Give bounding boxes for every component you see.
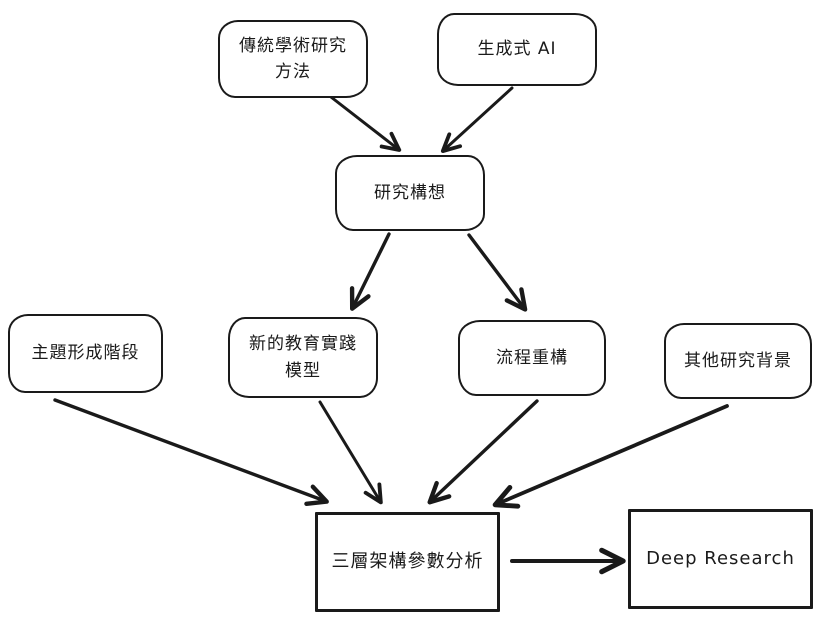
node-new-education-model: 新的教育實踐 模型: [228, 317, 378, 398]
arrow-education-model-to-analysis: [318, 400, 383, 505]
node-process-restructure: 流程重構: [458, 320, 606, 396]
arrow-background-to-analysis: [492, 404, 729, 509]
node-traditional-methods: 傳統學術研究 方法: [218, 20, 368, 98]
node-research-concept-label: 研究構想: [374, 182, 446, 203]
node-deep-research-label: Deep Research: [646, 548, 795, 570]
arrow-process-to-analysis: [427, 399, 539, 505]
node-other-background: 其他研究背景: [664, 323, 812, 399]
node-topic-formation-label: 主題形成階段: [31, 343, 140, 364]
arrow-topic-to-analysis: [53, 398, 329, 506]
node-research-concept: 研究構想: [335, 155, 485, 231]
arrow-traditional-to-concept: [329, 95, 402, 152]
node-three-layer-analysis: 三層架構參數分析: [315, 512, 500, 612]
node-other-background-label: 其他研究背景: [684, 350, 792, 371]
node-process-restructure-label: 流程重構: [496, 347, 568, 368]
arrow-generative-ai-to-concept: [440, 86, 514, 154]
arrow-concept-to-process: [467, 233, 528, 312]
node-generative-ai-label: 生成式 AI: [477, 39, 557, 60]
arrow-concept-to-education-model: [349, 232, 391, 311]
node-topic-formation: 主題形成階段: [8, 314, 163, 393]
node-generative-ai: 生成式 AI: [437, 13, 597, 86]
node-deep-research: Deep Research: [628, 509, 813, 609]
node-traditional-methods-label: 傳統學術研究 方法: [239, 35, 347, 82]
node-new-education-model-label: 新的教育實踐 模型: [249, 334, 357, 381]
node-three-layer-analysis-label: 三層架構參數分析: [331, 551, 484, 573]
